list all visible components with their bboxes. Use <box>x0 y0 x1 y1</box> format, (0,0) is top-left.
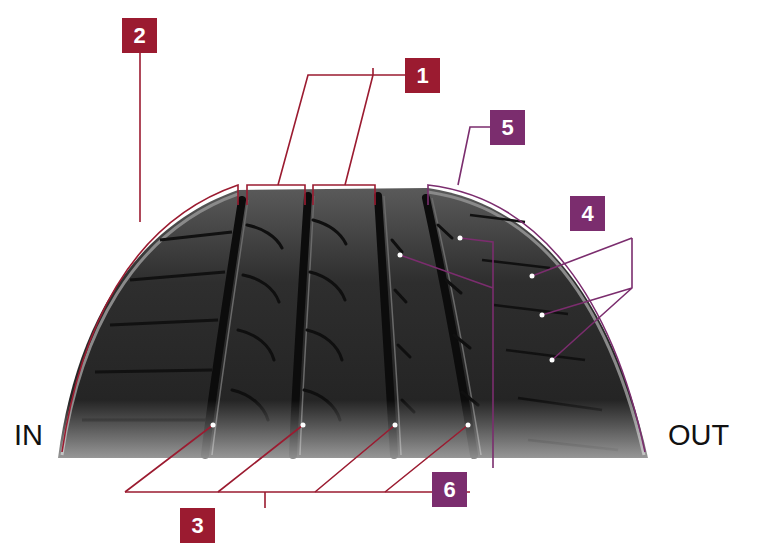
side-label: OUT <box>668 421 729 450</box>
callout-number: 6 <box>443 479 455 501</box>
leader-line <box>400 127 645 468</box>
callout-box: 5 <box>490 110 525 145</box>
bracket <box>428 185 645 452</box>
callout-number: 3 <box>191 515 203 537</box>
leader-line <box>62 52 470 508</box>
callout-number: 5 <box>501 117 513 139</box>
callout-box: 3 <box>180 508 215 543</box>
leader-dot <box>211 236 555 428</box>
bracket <box>62 185 238 452</box>
tire-fade <box>0 400 763 460</box>
callout-number: 4 <box>581 203 593 225</box>
callout-box: 6 <box>432 472 467 507</box>
callout-number: 1 <box>416 65 428 87</box>
tread-sipe <box>232 220 478 420</box>
callout-box: 4 <box>570 196 605 231</box>
callout-number: 2 <box>133 25 145 47</box>
shoulder-slot <box>82 232 232 420</box>
callout-box: 1 <box>405 58 440 93</box>
side-label: IN <box>14 421 43 450</box>
callout-box: 2 <box>122 18 157 53</box>
